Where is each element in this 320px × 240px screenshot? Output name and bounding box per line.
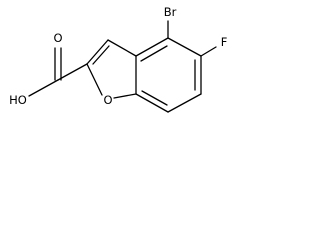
structure-diagram: Br F HO O O — [9, 5, 227, 113]
bond-acid-c-oh — [28, 79, 59, 97]
bond-c3a-c4 — [135, 37, 169, 57]
atom-label-hydroxyl: HO — [9, 93, 27, 107]
bond-c2-c3-inner — [92, 45, 110, 65]
bond-c6-c7 — [167, 93, 202, 113]
bond-c7-c7a-inner — [141, 90, 168, 106]
bond-c3-c3a — [107, 39, 137, 57]
atom-labels: Br F HO O O — [9, 5, 227, 107]
bond-c3a-c4-inner — [140, 45, 168, 62]
bond-c2-o1 — [86, 63, 103, 96]
bond-acid-c-ring — [57, 63, 88, 81]
bonds — [28, 20, 217, 113]
atom-label-ring-oxygen: O — [103, 93, 112, 107]
bond-c4-c5 — [167, 37, 202, 57]
atom-label-fluorine: F — [221, 35, 228, 49]
bond-c2-c3 — [86, 39, 109, 65]
bond-o1-c7a — [113, 93, 137, 99]
bond-c7-c7a — [135, 93, 169, 113]
atom-label-carbonyl-oxygen: O — [53, 31, 62, 45]
atom-label-bromine: Br — [164, 5, 177, 19]
bond-c5-f — [200, 46, 217, 57]
